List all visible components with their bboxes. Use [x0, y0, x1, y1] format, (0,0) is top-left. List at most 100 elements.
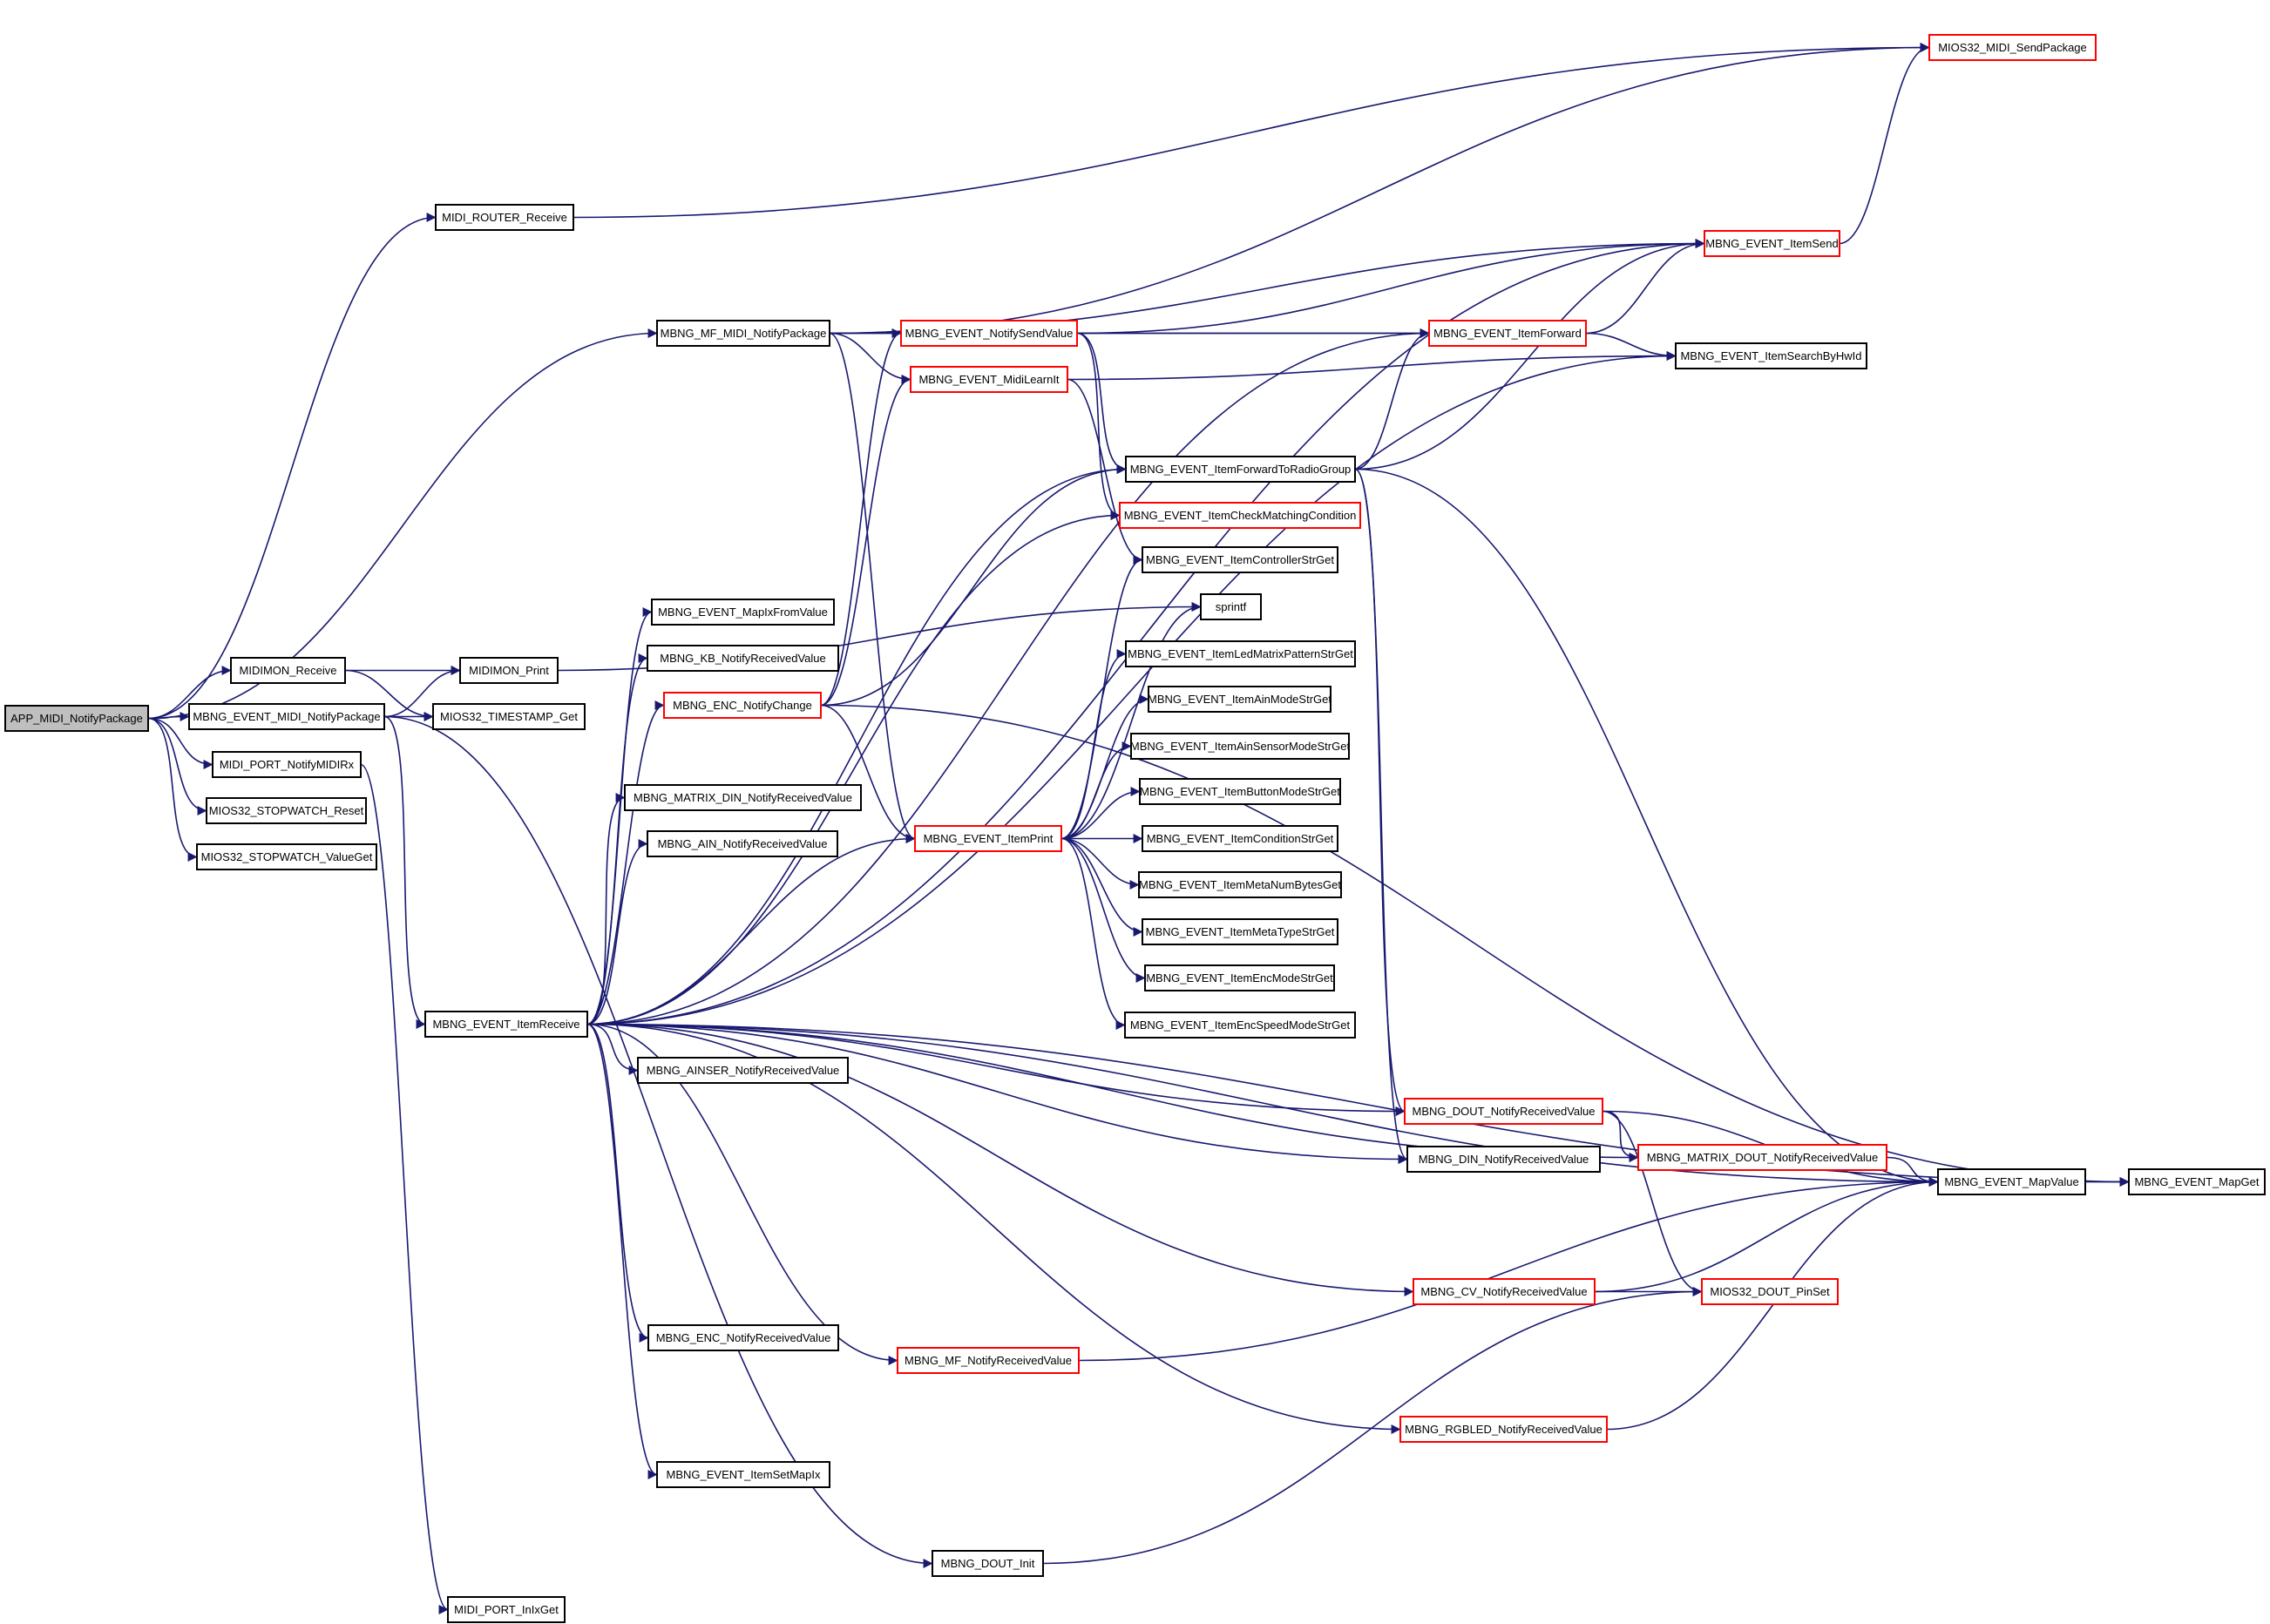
node-box	[1142, 918, 1338, 945]
call-edge	[586, 1023, 1401, 1434]
node-box	[1142, 825, 1338, 852]
call-edge	[1354, 468, 1939, 1187]
node-box	[1119, 502, 1361, 529]
node-midi-port-notifymidirx[interactable]: MIDI_PORT_NotifyMIDIRx	[212, 751, 362, 778]
node-mbng-ainser-notifyreceivedvalue[interactable]: MBNG_AINSER_NotifyReceivedValue	[637, 1057, 849, 1084]
node-mbng-ain-notifyreceivedvalue[interactable]: MBNG_AIN_NotifyReceivedValue	[647, 830, 838, 857]
node-mios32-timestamp-get[interactable]: MIOS32_TIMESTAMP_Get	[432, 703, 586, 730]
node-box	[1701, 1278, 1839, 1305]
node-mbng-dout-notifyreceivedvalue[interactable]: MBNG_DOUT_NotifyReceivedValue	[1404, 1098, 1603, 1125]
call-edge	[586, 1023, 1408, 1164]
call-edge	[820, 375, 911, 707]
node-mbng-mf-midi-notifypackage[interactable]: MBNG_MF_MIDI_NotifyPackage	[656, 320, 830, 347]
node-mbng-event-mapvalue[interactable]: MBNG_EVENT_MapValue	[1937, 1168, 2086, 1195]
node-label: MBNG_EVENT_ItemPrint	[924, 832, 1054, 845]
call-edge	[147, 717, 207, 815]
node-mbng-event-midilearnit[interactable]: MBNG_EVENT_MidiLearnIt	[910, 366, 1068, 393]
node-mbng-event-itembuttonmodestrget[interactable]: MBNG_EVENT_ItemButtonModeStrGet	[1139, 778, 1341, 805]
node-mbng-event-itemainsensormodestrget[interactable]: MBNG_EVENT_ItemAinSensorModeStrGet	[1130, 733, 1351, 760]
node-mbng-kb-notifyreceivedvalue[interactable]: MBNG_KB_NotifyReceivedValue	[647, 645, 839, 672]
node-mbng-rgbled-notifyreceivedvalue[interactable]: MBNG_RGBLED_NotifyReceivedValue	[1399, 1416, 1608, 1443]
node-label: MBNG_EVENT_ItemCheckMatchingCondition	[1124, 509, 1357, 522]
node-mbng-event-mapget[interactable]: MBNG_EVENT_MapGet	[2128, 1168, 2266, 1195]
node-mbng-event-itemsetmapix[interactable]: MBNG_EVENT_ItemSetMapIx	[656, 1461, 830, 1488]
node-box	[435, 204, 574, 231]
node-mbng-event-midi-notifypackage[interactable]: MBNG_EVENT_MIDI_NotifyPackage	[188, 703, 385, 730]
node-label: MBNG_DOUT_Init	[941, 1557, 1035, 1570]
node-box	[1406, 1146, 1601, 1173]
call-edge	[1060, 837, 1126, 1030]
node-label: MIDI_ROUTER_Receive	[442, 211, 567, 224]
node-label: MBNG_MF_NotifyReceivedValue	[905, 1354, 1072, 1367]
node-mbng-event-itemsearchbyhwid[interactable]: MBNG_EVENT_ItemSearchByHwId	[1675, 342, 1867, 369]
node-label: MBNG_AIN_NotifyReceivedValue	[658, 837, 828, 850]
node-midimon-print[interactable]: MIDIMON_Print	[459, 657, 559, 684]
node-mbng-event-mapixfromvalue[interactable]: MBNG_EVENT_MapIxFromValue	[651, 599, 835, 626]
node-label: MBNG_DOUT_NotifyReceivedValue	[1413, 1105, 1596, 1118]
node-mbng-event-itemmetanumbytesget[interactable]: MBNG_EVENT_ItemMetaNumBytesGet	[1138, 871, 1342, 898]
node-label: MIOS32_STOPWATCH_Reset	[209, 804, 364, 817]
call-edge	[820, 464, 1127, 707]
node-box	[647, 1324, 839, 1351]
call-edge	[1067, 378, 1143, 565]
node-box	[2128, 1168, 2266, 1195]
call-edge	[1042, 1287, 1703, 1565]
node-mbng-event-itemmetatypestrget[interactable]: MBNG_EVENT_ItemMetaTypeStrGet	[1142, 918, 1338, 945]
node-mbng-event-itemsend[interactable]: MBNG_EVENT_ItemSend	[1704, 230, 1840, 257]
node-sprintf[interactable]: sprintf	[1200, 593, 1262, 620]
node-mbng-event-itemcheckmatchingcondition[interactable]: MBNG_EVENT_ItemCheckMatchingCondition	[1119, 502, 1361, 529]
call-edge	[586, 793, 626, 1025]
node-box	[1124, 1012, 1356, 1039]
node-mbng-event-itemencspeedmodestrget[interactable]: MBNG_EVENT_ItemEncSpeedModeStrGet	[1124, 1012, 1356, 1039]
node-box	[1675, 342, 1867, 369]
call-edge	[1585, 239, 1705, 335]
node-mios32-midi-sendpackage[interactable]: MIOS32_MIDI_SendPackage	[1928, 34, 2097, 61]
node-box	[1139, 778, 1341, 805]
node-mbng-matrix-dout-notifyreceivedvalue[interactable]: MBNG_MATRIX_DOUT_NotifyReceivedValue	[1637, 1144, 1887, 1171]
call-edge	[586, 1023, 649, 1343]
call-edge	[829, 43, 1930, 335]
node-mios32-stopwatch-valueget[interactable]: MIOS32_STOPWATCH_ValueGet	[196, 843, 377, 870]
node-mbng-event-itemledmatrixpatternstrget[interactable]: MBNG_EVENT_ItemLedMatrixPatternStrGet	[1125, 640, 1356, 667]
node-box	[424, 1011, 588, 1038]
node-mbng-matrix-din-notifyreceivedvalue[interactable]: MBNG_MATRIX_DIN_NotifyReceivedValue	[624, 784, 862, 811]
node-mbng-event-itemreceive[interactable]: MBNG_EVENT_ItemReceive	[424, 1011, 588, 1038]
call-edge	[586, 351, 1677, 1025]
node-mbng-event-itemconditionstrget[interactable]: MBNG_EVENT_ItemConditionStrGet	[1142, 825, 1338, 852]
node-mbng-event-itemainmodestrget[interactable]: MBNG_EVENT_ItemAinModeStrGet	[1148, 686, 1332, 713]
node-box	[914, 825, 1062, 852]
node-mbng-din-notifyreceivedvalue[interactable]: MBNG_DIN_NotifyReceivedValue	[1406, 1146, 1601, 1173]
node-box	[651, 599, 835, 626]
call-edge	[820, 704, 916, 843]
call-edge	[383, 715, 426, 1029]
node-box	[663, 692, 822, 719]
node-mbng-event-itemprint[interactable]: MBNG_EVENT_ItemPrint	[914, 825, 1062, 852]
edges-layer	[147, 43, 2130, 1614]
node-mbng-event-notifysendvalue[interactable]: MBNG_EVENT_NotifySendValue	[900, 320, 1078, 347]
node-label: APP_MIDI_NotifyPackage	[10, 712, 143, 725]
node-midi-router-receive[interactable]: MIDI_ROUTER_Receive	[435, 204, 574, 231]
node-mbng-enc-notifychange[interactable]: MBNG_ENC_NotifyChange	[663, 692, 822, 719]
node-mios32-dout-pinset[interactable]: MIOS32_DOUT_PinSet	[1701, 1278, 1839, 1305]
call-edge	[586, 239, 1705, 1025]
node-mbng-event-itemencmodestrget[interactable]: MBNG_EVENT_ItemEncModeStrGet	[1144, 964, 1335, 991]
node-mbng-mf-notifyreceivedvalue[interactable]: MBNG_MF_NotifyReceivedValue	[897, 1347, 1080, 1374]
node-box	[656, 1461, 830, 1488]
call-edge	[1076, 332, 1121, 520]
node-mbng-dout-init[interactable]: MBNG_DOUT_Init	[932, 1550, 1044, 1577]
node-box	[637, 1057, 849, 1084]
node-midimon-receive[interactable]: MIDIMON_Receive	[230, 657, 346, 684]
call-edge	[586, 1023, 658, 1479]
node-mbng-enc-notifyreceivedvalue[interactable]: MBNG_ENC_NotifyReceivedValue	[647, 1324, 839, 1351]
node-mios32-stopwatch-reset[interactable]: MIOS32_STOPWATCH_Reset	[206, 797, 367, 824]
node-midi-port-inixget[interactable]: MIDI_PORT_InIxGet	[447, 1596, 566, 1623]
call-edge	[1060, 837, 1140, 890]
node-mbng-cv-notifyreceivedvalue[interactable]: MBNG_CV_NotifyReceivedValue	[1413, 1278, 1596, 1305]
node-mbng-event-itemforwardtoradiogroup[interactable]: MBNG_EVENT_ItemForwardToRadioGroup	[1125, 456, 1356, 483]
node-mbng-event-itemcontrollerstrget[interactable]: MBNG_EVENT_ItemControllerStrGet	[1142, 546, 1338, 573]
node-box	[1148, 686, 1332, 713]
node-app-midi-notifypackage[interactable]: APP_MIDI_NotifyPackage	[4, 705, 149, 732]
node-mbng-event-itemforward[interactable]: MBNG_EVENT_ItemForward	[1428, 320, 1587, 347]
node-box	[447, 1596, 566, 1623]
node-box	[1413, 1278, 1596, 1305]
